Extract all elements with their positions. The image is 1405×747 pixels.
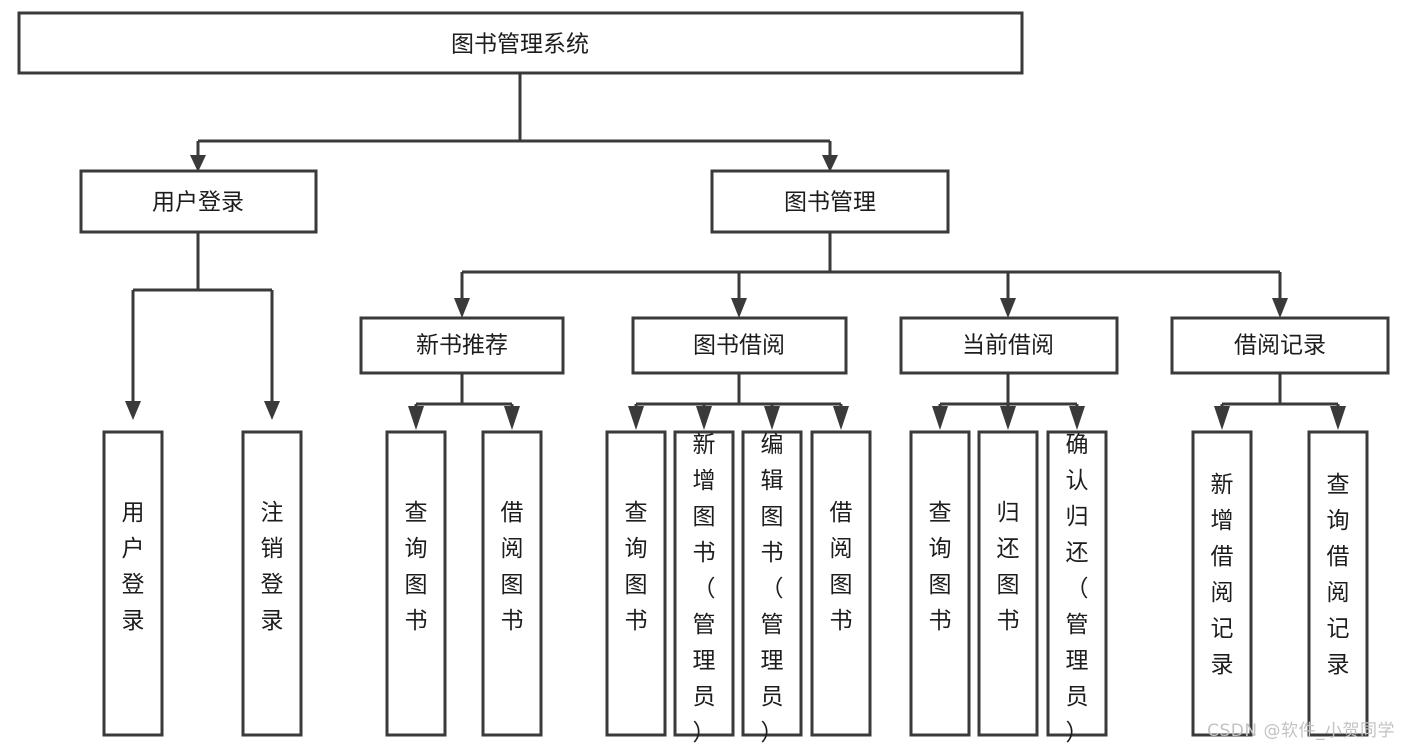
leaf-current-return-rect[interactable]: [977, 430, 1039, 737]
node-new-book-recommend-label: 新书推荐: [416, 333, 508, 359]
connector-layer: [125, 74, 1346, 430]
node-root-label: 图书管理系统: [451, 32, 589, 58]
leaf-node[interactable]: 归还图书: [977, 430, 1039, 737]
arrow-book-l2c: [1000, 298, 1016, 318]
leaf-current-query-rect[interactable]: [909, 430, 971, 737]
leaf-node[interactable]: 查询图书: [605, 430, 667, 737]
leaf-node[interactable]: 查询图书: [385, 430, 447, 737]
arrow-root-to-book: [822, 155, 838, 172]
arrow-record-leaf1: [1214, 406, 1230, 430]
leaf-user-logout-label: 注销登录: [261, 500, 284, 634]
node-borrow-record[interactable]: 借阅记录: [1170, 316, 1390, 375]
leaf-node[interactable]: 查询图书: [909, 430, 971, 737]
arrow-borrow-leaf4: [833, 406, 849, 430]
arrow-borrow-leaf3: [764, 406, 780, 430]
node-book-manage[interactable]: 图书管理: [710, 169, 950, 234]
leaf-node[interactable]: 新增图书（管理员）: [673, 430, 735, 746]
leaf-node[interactable]: 查询借阅记录: [1307, 430, 1369, 737]
node-current-borrow[interactable]: 当前借阅: [899, 316, 1119, 375]
leaf-borrow-query-rect[interactable]: [605, 430, 667, 737]
node-borrow-record-rect[interactable]: [1170, 316, 1390, 375]
node-user-login[interactable]: 用户登录: [79, 169, 318, 234]
node-book-borrow-label: 图书借阅: [693, 333, 785, 359]
node-user-login-label: 用户登录: [152, 190, 244, 216]
leaf-record-add-rect[interactable]: [1191, 430, 1253, 737]
node-book-borrow-rect[interactable]: [631, 316, 848, 375]
node-root[interactable]: 图书管理系统: [17, 11, 1024, 75]
leaf-borrow-edit-label: 编辑图书（管理员）: [761, 432, 784, 746]
arrow-borrow-leaf2: [696, 406, 712, 430]
leaf-current-confirm-rect[interactable]: [1046, 430, 1108, 737]
arrow-current-leaf2: [1000, 406, 1016, 430]
leaf-current-query-label: 查询图书: [929, 500, 952, 634]
node-book-manage-rect[interactable]: [710, 169, 950, 234]
node-current-borrow-label: 当前借阅: [962, 333, 1054, 359]
arrow-user-leaf1: [125, 401, 141, 420]
leaf-borrow-do-label: 借阅图书: [830, 500, 853, 634]
node-user-login-rect[interactable]: [79, 169, 318, 234]
leaf-node[interactable]: 新增借阅记录: [1191, 430, 1253, 737]
csdn-watermark: CSDN @软件_小贺同学: [1207, 721, 1395, 741]
node-book-manage-label: 图书管理: [784, 190, 876, 216]
leaf-borrow-do-rect[interactable]: [810, 430, 872, 737]
node-new-book-recommend[interactable]: 新书推荐: [359, 316, 565, 375]
leaf-user-logout-rect[interactable]: [241, 430, 303, 737]
leaf-node[interactable]: 借阅图书: [810, 430, 872, 737]
leaf-borrow-query-label: 查询图书: [625, 500, 648, 634]
leaf-newbook-borrow-label: 借阅图书: [501, 500, 524, 634]
arrow-current-leaf1: [932, 406, 948, 430]
leaf-user-login-rect[interactable]: [102, 430, 164, 737]
leaf-node[interactable]: 用户登录: [102, 430, 164, 737]
leaf-newbook-query-rect[interactable]: [385, 430, 447, 737]
node-new-book-recommend-rect[interactable]: [359, 316, 565, 375]
arrow-user-leaf2: [264, 401, 280, 420]
arrow-book-l2d: [1272, 298, 1288, 318]
leaf-record-query-rect[interactable]: [1307, 430, 1369, 737]
leaf-borrow-add-label: 新增图书（管理员）: [693, 432, 716, 746]
leaf-user-login-label: 用户登录: [122, 500, 145, 634]
leaf-record-add-label: 新增借阅记录: [1211, 472, 1234, 678]
arrow-current-leaf3: [1069, 406, 1085, 430]
arrow-book-l2a: [454, 298, 470, 318]
arrow-newbook-leaf1: [408, 406, 424, 430]
leaf-newbook-query-label: 查询图书: [405, 500, 428, 634]
leaf-record-query-label: 查询借阅记录: [1327, 472, 1350, 678]
leaf-node[interactable]: 注销登录: [241, 430, 303, 737]
node-current-borrow-rect[interactable]: [899, 316, 1119, 375]
leaf-current-return-label: 归还图书: [997, 500, 1020, 634]
node-root-rect[interactable]: [17, 11, 1024, 75]
arrow-root-to-user: [190, 155, 206, 172]
leaf-node[interactable]: 编辑图书（管理员）: [741, 430, 803, 746]
arrow-borrow-leaf1: [628, 406, 644, 430]
leaf-node[interactable]: 借阅图书: [481, 430, 543, 737]
node-book-borrow[interactable]: 图书借阅: [631, 316, 848, 375]
arrow-book-l2b: [731, 298, 747, 318]
leaf-borrow-add-rect[interactable]: [673, 430, 735, 737]
arrow-newbook-leaf2: [504, 406, 520, 430]
leaf-borrow-edit-rect[interactable]: [741, 430, 803, 737]
leaf-node[interactable]: 确认归还（管理员）: [1046, 430, 1108, 746]
leaf-current-confirm-label: 确认归还（管理员）: [1066, 432, 1089, 746]
node-borrow-record-label: 借阅记录: [1234, 333, 1326, 359]
leaf-newbook-borrow-rect[interactable]: [481, 430, 543, 737]
arrow-record-leaf2: [1330, 406, 1346, 430]
